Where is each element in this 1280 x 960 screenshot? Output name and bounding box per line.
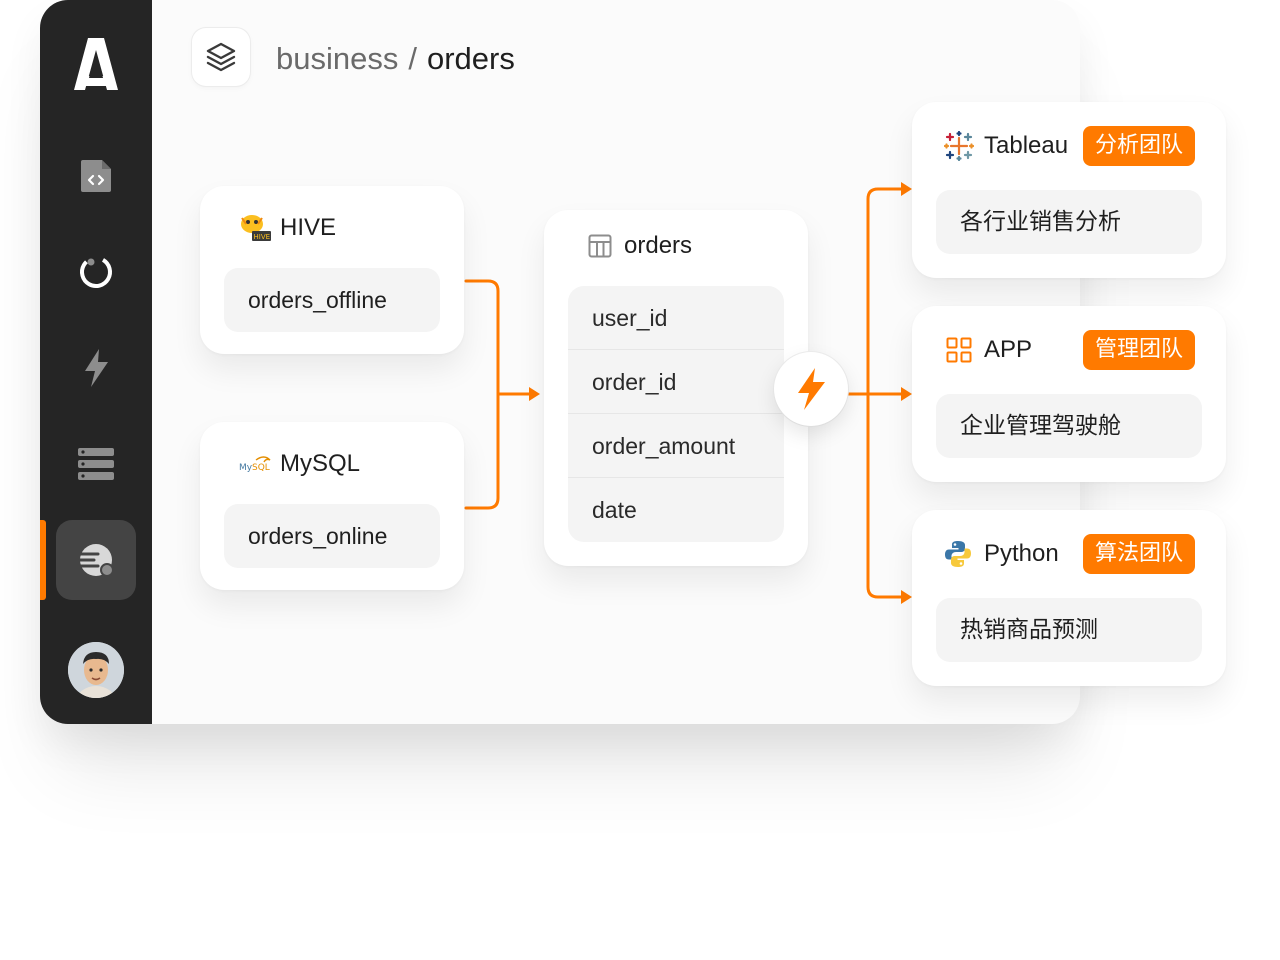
sidebar-item-monitor[interactable] [56, 232, 136, 312]
mysql-logo-icon: My SQL [239, 456, 271, 473]
field-row[interactable]: date [592, 497, 637, 523]
team-badge: 分析团队 [1083, 126, 1196, 166]
layers-button[interactable] [192, 28, 250, 86]
source-name: MySQL [280, 450, 361, 477]
consumer-name: Python [984, 540, 1059, 567]
consumer-name: APP [984, 336, 1033, 363]
svg-text:HIVE: HIVE [254, 233, 271, 241]
field-row[interactable]: order_amount [568, 414, 784, 478]
field-list: user_id order_id order_amount date [568, 286, 784, 542]
consumer-name: Tableau [984, 132, 1069, 159]
code-file-icon [81, 160, 111, 192]
user-avatar[interactable] [68, 642, 124, 698]
sidebar-item-storage[interactable] [56, 424, 136, 504]
loading-ring-icon [80, 256, 112, 288]
source-table[interactable]: orders_offline [224, 268, 440, 332]
breadcrumb-current: orders [426, 41, 515, 76]
use-case-pill[interactable]: 各行业销售分析 [936, 190, 1202, 254]
sidebar-item-accelerate[interactable] [56, 328, 136, 408]
table-icon [588, 234, 612, 258]
consumer-card-tableau[interactable]: Tableau 分析团队 各行业销售分析 [912, 102, 1226, 278]
layers-icon [206, 42, 236, 72]
team-badge: 管理团队 [1083, 330, 1196, 370]
breadcrumb-separator: / [408, 41, 417, 76]
bolt-icon [85, 349, 108, 387]
consumer-card-app[interactable]: APP 管理团队 企业管理驾驶舱 [912, 306, 1226, 482]
tableau-logo-icon [944, 131, 974, 161]
target-table-card[interactable]: orders user_id order_id order_amount dat… [544, 210, 808, 566]
field-row[interactable]: user_id [568, 286, 784, 350]
data-flow-icon [78, 544, 114, 577]
active-nav-indicator [40, 520, 46, 600]
source-card-mysql[interactable]: My SQL MySQL orders_online [200, 422, 464, 590]
use-case-pill[interactable]: 企业管理驾驶舱 [936, 394, 1202, 458]
breadcrumb-parent[interactable]: business [276, 41, 399, 76]
app-grid-icon [946, 337, 972, 363]
hive-logo-icon: HIVE [241, 215, 271, 241]
sidebar-item-code[interactable] [56, 136, 136, 216]
sidebar [40, 0, 152, 724]
source-name: HIVE [280, 214, 337, 241]
use-case-pill[interactable]: 热销商品预测 [936, 598, 1202, 662]
bolt-icon [798, 368, 825, 410]
accelerate-button[interactable] [774, 352, 848, 426]
consumer-card-python[interactable]: Python 算法团队 热销商品预测 [912, 510, 1226, 686]
python-logo-icon [945, 541, 971, 567]
team-badge: 算法团队 [1083, 534, 1196, 574]
svg-text:My: My [239, 463, 253, 473]
app-window: business / orders [40, 0, 1080, 724]
sidebar-item-dataflow[interactable] [56, 520, 136, 600]
server-stack-icon [78, 448, 114, 480]
svg-text:SQL: SQL [252, 463, 270, 473]
field-row[interactable]: order_id [568, 350, 784, 414]
target-table-name: orders [624, 232, 693, 259]
breadcrumb: business / orders [276, 38, 515, 80]
source-table[interactable]: orders_online [224, 504, 440, 568]
a-logo-icon[interactable] [74, 36, 118, 90]
source-card-hive[interactable]: HIVE HIVE orders_offline [200, 186, 464, 354]
